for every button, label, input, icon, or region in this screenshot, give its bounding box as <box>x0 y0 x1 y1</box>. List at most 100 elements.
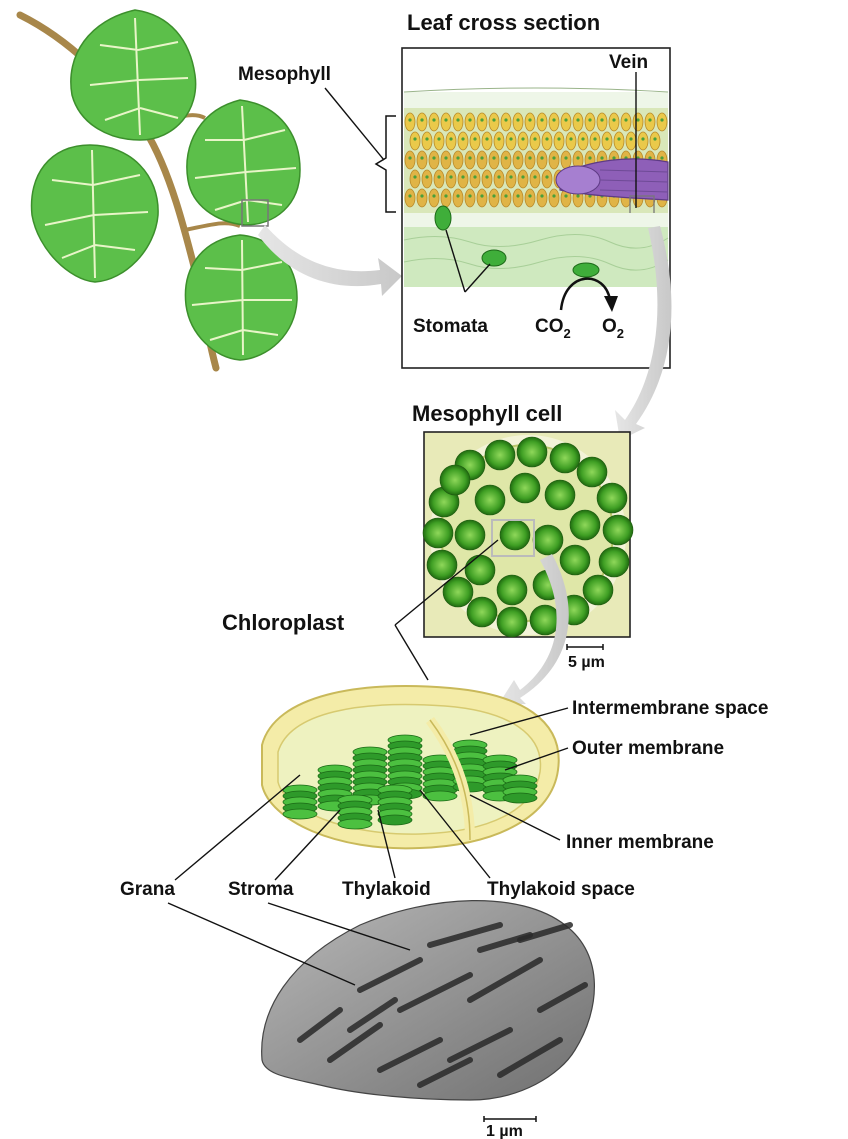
mesophyll-cell-shape <box>537 151 547 169</box>
mesophyll-cell-shape <box>614 132 624 150</box>
mesophyll-cell-shape <box>446 170 456 188</box>
mesophyll-chloroplast-dot <box>485 137 488 140</box>
o2-text: O <box>602 316 617 337</box>
mesophyll-chloroplast-dot <box>576 194 579 197</box>
mesophyll-cell-shape <box>549 113 559 131</box>
mesophyll-cell-shape <box>429 151 439 169</box>
mesophyll-brace <box>376 116 396 212</box>
mesophyll-chloroplast-dot <box>600 156 603 159</box>
mesophyll-chloroplast-dot <box>485 175 488 178</box>
stoma-2 <box>482 250 506 266</box>
mesophyll-cell-shape <box>489 189 499 207</box>
mesophyll-chloroplast-dot <box>564 156 567 159</box>
mesophyll-chloroplast-dot <box>540 118 543 121</box>
mesophyll-cell-shape <box>506 170 516 188</box>
mesophyll-cell-shape <box>501 113 511 131</box>
granum-disc <box>338 819 372 829</box>
mesophyll-cell-shape <box>525 189 535 207</box>
mesophyll-chloroplast-dot <box>461 175 464 178</box>
mesophyll-cell-shape <box>458 170 468 188</box>
mesophyll-cell-shape <box>441 113 451 131</box>
mesophyll-cell-shape <box>609 113 619 131</box>
mesophyll-chloroplast-dot <box>509 137 512 140</box>
mesophyll-cell-shape <box>410 132 420 150</box>
mesophyll-cell-shape <box>417 113 427 131</box>
mesophyll-cell-shape <box>525 151 535 169</box>
mesophyll-chloroplast-dot <box>509 175 512 178</box>
mesophyll-cell-shape <box>561 151 571 169</box>
leaf-top <box>71 10 196 140</box>
scale-bar-5um <box>567 644 603 650</box>
mesophyll-chloroplast-dot <box>569 137 572 140</box>
mesophyll-cell-shape <box>434 170 444 188</box>
scale-1um-label: 1 µm <box>486 1123 523 1139</box>
mesophyll-cell-shape <box>453 189 463 207</box>
cell-chloroplast-disc <box>599 547 629 577</box>
mesophyll-chloroplast-dot <box>564 118 567 121</box>
mesophyll-cell-shape <box>494 170 504 188</box>
cell-chloroplast-disc <box>510 473 540 503</box>
mesophyll-chloroplast-dot <box>521 137 524 140</box>
cell-chloroplast-disc <box>533 525 563 555</box>
mesophyll-cell-shape <box>626 132 636 150</box>
mesophyll-chloroplast-dot <box>425 137 428 140</box>
stoma-3 <box>573 263 599 277</box>
mesophyll-cell-shape <box>494 132 504 150</box>
leaf-cross-section-title: Leaf cross section <box>407 10 600 35</box>
chloroplast-label: Chloroplast <box>222 610 345 635</box>
mesophyll-cell-shape <box>441 189 451 207</box>
mesophyll-chloroplast-dot <box>492 156 495 159</box>
cell-chloroplast-disc <box>475 485 505 515</box>
granum-disc <box>283 809 317 819</box>
mesophyll-chloroplast-dot <box>533 175 536 178</box>
scale-bar-1um <box>484 1116 536 1122</box>
stomata-label: Stomata <box>413 316 488 337</box>
mesophyll-cell-shape <box>633 113 643 131</box>
mesophyll-cell-shape <box>501 189 511 207</box>
mesophyll-chloroplast-dot <box>444 194 447 197</box>
mesophyll-chloroplast-dot <box>473 137 476 140</box>
mesophyll-cell-shape <box>405 151 415 169</box>
mesophyll-cell-shape <box>410 170 420 188</box>
mesophyll-cell-shape <box>537 189 547 207</box>
mesophyll-chloroplast-dot <box>521 175 524 178</box>
mesophyll-chloroplast-dot <box>593 137 596 140</box>
mesophyll-chloroplast-dot <box>413 175 416 178</box>
mesophyll-chloroplast-dot <box>660 156 663 159</box>
mesophyll-cell-shape <box>501 151 511 169</box>
mesophyll-cell-shape <box>549 189 559 207</box>
mesophyll-chloroplast-dot <box>420 118 423 121</box>
cell-chloroplast-disc <box>455 520 485 550</box>
vein-label: Vein <box>609 52 648 73</box>
mesophyll-chloroplast-dot <box>528 118 531 121</box>
stroma-label: Stroma <box>228 879 294 900</box>
scale-5um-label: 5 µm <box>568 654 605 671</box>
cell-chloroplast-disc <box>570 510 600 540</box>
mesophyll-chloroplast-dot <box>545 137 548 140</box>
mesophyll-cell-shape <box>554 132 564 150</box>
o2-subscript: 2 <box>617 326 624 341</box>
mesophyll-cell-shape <box>482 132 492 150</box>
mesophyll-cell-shape <box>566 132 576 150</box>
mesophyll-chloroplast-dot <box>420 156 423 159</box>
mesophyll-cell-shape <box>542 170 552 188</box>
mesophyll-chloroplast-dot <box>473 175 476 178</box>
mesophyll-chloroplast-dot <box>552 194 555 197</box>
cell-chloroplast-disc <box>485 440 515 470</box>
mesophyll-chloroplast-dot <box>564 194 567 197</box>
mesophyll-chloroplast-dot <box>624 118 627 121</box>
mesophyll-chloroplast-dot <box>497 175 500 178</box>
mesophyll-chloroplast-dot <box>480 118 483 121</box>
mesophyll-chloroplast-dot <box>552 118 555 121</box>
mesophyll-cell-shape <box>422 132 432 150</box>
mesophyll-cell-shape <box>489 113 499 131</box>
mesophyll-cell-shape <box>405 113 415 131</box>
mesophyll-chloroplast-dot <box>456 118 459 121</box>
mesophyll-chloroplast-dot <box>516 156 519 159</box>
stoma-1 <box>435 206 451 230</box>
mesophyll-chloroplast-dot <box>504 194 507 197</box>
mesophyll-cell-shape <box>525 113 535 131</box>
co2-subscript: 2 <box>564 326 571 341</box>
mesophyll-chloroplast-dot <box>468 194 471 197</box>
mesophyll-cell-shape <box>429 113 439 131</box>
